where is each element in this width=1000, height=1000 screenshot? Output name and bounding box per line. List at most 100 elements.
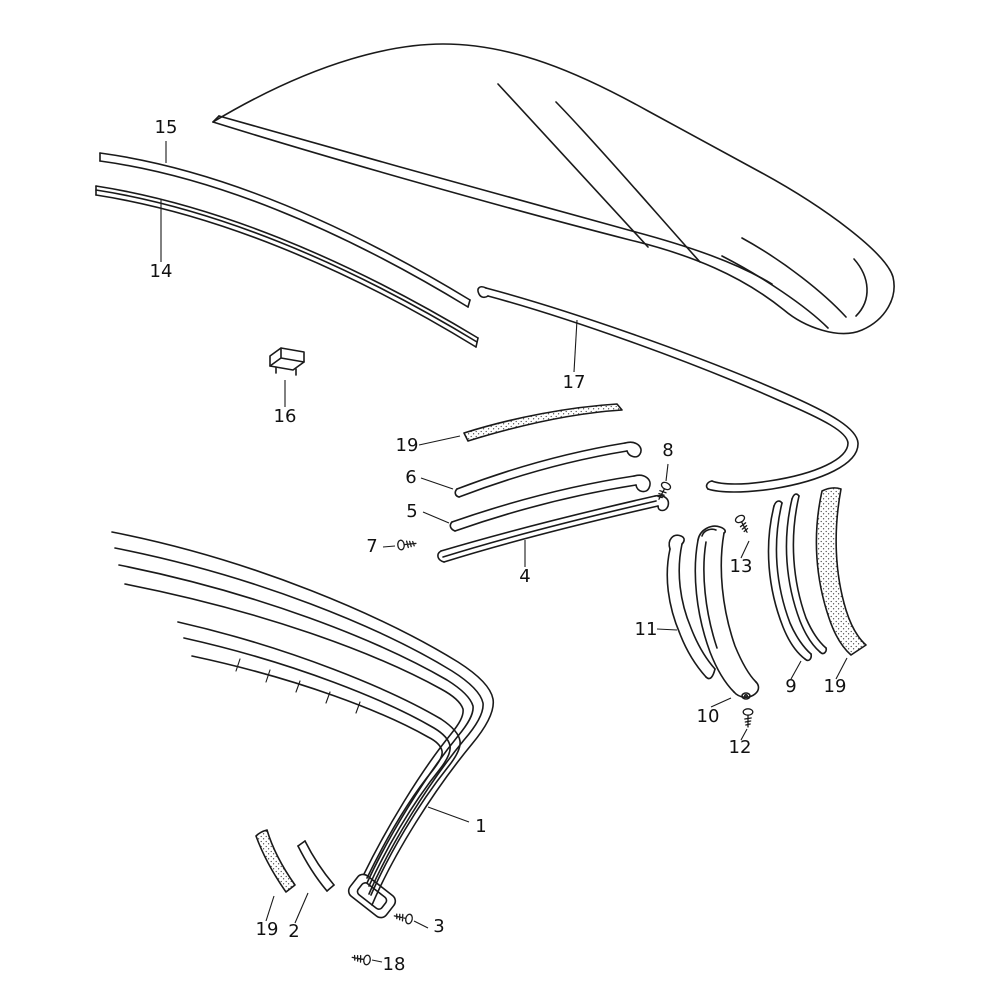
leader-6 [420, 477, 454, 490]
part-9-strip-a2 [775, 502, 812, 655]
leader-1 [427, 806, 470, 823]
part-9-strip-b1 [785, 498, 821, 653]
part-label-19-bottom: 19 [256, 919, 279, 940]
part-15-top-line [99, 152, 471, 301]
part-10-top-detail [701, 528, 717, 537]
soft-top-tip-cap [212, 115, 220, 123]
part-1-rail-line-3 [191, 655, 443, 879]
screw-13 [733, 513, 752, 536]
part-label-1: 1 [475, 816, 486, 837]
soft-top-seam-left [497, 83, 649, 248]
part-label-16: 16 [274, 406, 297, 427]
leader-2 [294, 892, 309, 924]
leader-lines [160, 141, 848, 963]
part-14-middle-line [95, 189, 478, 343]
part-label-5: 5 [406, 501, 417, 522]
part-9-strip-a-caps [773, 500, 812, 662]
leader-17 [573, 319, 578, 373]
part-1-rail-line-1 [177, 621, 461, 896]
part-5-top [451, 475, 635, 523]
part-label-14: 14 [150, 261, 173, 282]
leader-12 [740, 728, 748, 741]
part-label-4: 4 [519, 566, 530, 587]
soft-top-rear-blob-inner [853, 258, 868, 317]
part-15-end-caps [99, 152, 471, 308]
leader-19-top [418, 435, 461, 446]
part-16-feet [275, 366, 297, 376]
part-1-foot-bracket [347, 873, 397, 919]
frame-curve-2 [114, 547, 484, 895]
part-9-channel-drawing [767, 493, 827, 662]
part-15-bottom-line [99, 160, 469, 308]
part-label-15: 15 [155, 117, 178, 138]
part-6-right-hook [624, 441, 642, 458]
part-9-strip-b-caps [791, 493, 827, 655]
part-6-rail-drawing [454, 441, 642, 498]
part-1-hatch-ticks [235, 658, 361, 714]
part-19-bottom-seal [255, 829, 296, 893]
part-6-left-cap [454, 488, 460, 498]
part-4-bottom [443, 505, 659, 563]
part-1-front-rail-drawing [177, 621, 461, 919]
part-10-top-cap [697, 525, 726, 541]
part-2-strip-drawing [297, 840, 335, 892]
screws-group [350, 480, 754, 966]
part-16-edges [269, 347, 305, 367]
leader-13 [740, 540, 750, 559]
part-11-top-hook [668, 534, 685, 550]
part-14-top-line [95, 185, 479, 339]
frame-curve-3 [118, 564, 474, 884]
part-5-right-hook [633, 474, 651, 493]
part-label-18: 18 [383, 954, 406, 975]
part-2-caps [297, 840, 335, 892]
leader-19-right [835, 657, 848, 680]
frame-curve-4 [124, 583, 464, 875]
leader-3 [413, 920, 429, 929]
part-4-left-cap [437, 550, 445, 563]
screw-12 [742, 708, 754, 728]
part-6-bottom [458, 450, 628, 498]
part-1-foot-inner [356, 882, 388, 910]
soft-top-outline [212, 43, 895, 335]
soft-top-seam-right [555, 101, 701, 263]
part-label-19-right: 19 [824, 676, 847, 697]
part-label-12: 12 [729, 737, 752, 758]
part-label-10: 10 [697, 706, 720, 727]
part-label-2: 2 [288, 921, 299, 942]
part-6-top [456, 442, 626, 490]
part-11-pillar-drawing [666, 534, 716, 680]
part-14-bottom-line [95, 194, 477, 348]
part-5-rail-drawing [449, 474, 651, 532]
windshield-frame-drawing [111, 531, 495, 906]
part-10-pillar-drawing [694, 525, 760, 700]
part-10-left-edge [694, 539, 735, 693]
part-labels: 15 14 16 17 19 6 5 7 4 8 13 11 10 12 9 1… [150, 117, 847, 975]
leader-5 [422, 511, 450, 524]
part-4-right-bracket [654, 494, 670, 512]
part-10-foot-hole [743, 693, 748, 698]
leader-19-bottom [265, 895, 275, 922]
part-label-17: 17 [563, 372, 586, 393]
screw-7 [396, 538, 418, 551]
part-label-6: 6 [405, 467, 416, 488]
part-label-3: 3 [433, 916, 444, 937]
part-19-top-seal [463, 403, 623, 442]
part-11-left-edge [666, 548, 707, 678]
leader-11 [656, 628, 678, 631]
part-11-bottom-cap [705, 668, 716, 680]
part-label-11: 11 [635, 619, 658, 640]
part-label-8: 8 [662, 440, 673, 461]
leader-9 [790, 660, 802, 680]
part-16-bracket-drawing [269, 347, 305, 376]
part-15-strip-drawing [99, 152, 471, 308]
part-10-foot [733, 681, 760, 698]
part-14-strip-drawing [95, 185, 479, 348]
part-17-rail-drawing [477, 286, 859, 493]
part-4-rail-drawing [437, 494, 670, 563]
part-9-strip-b2 [792, 495, 827, 649]
part-4-middle [442, 500, 657, 558]
part-5-left-cap [449, 521, 456, 532]
soft-top-rear-arc-2 [741, 237, 847, 318]
